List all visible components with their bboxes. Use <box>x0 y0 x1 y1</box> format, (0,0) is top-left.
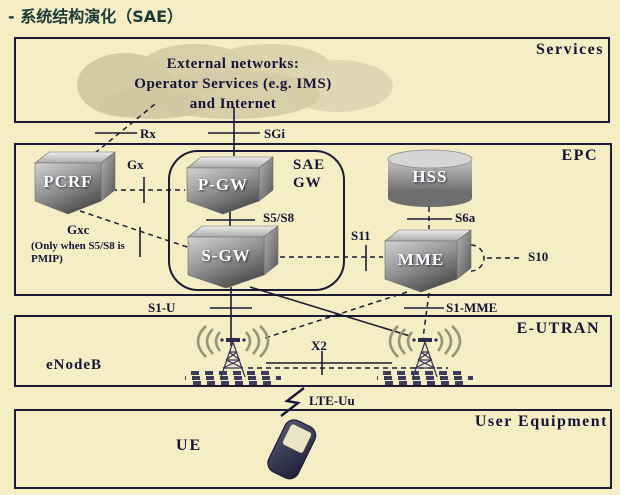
antenna-icon <box>377 325 473 385</box>
interface-label-gx: Gx <box>127 157 144 172</box>
ue-box <box>14 409 612 489</box>
pcrf-label: PCRF <box>43 172 93 191</box>
gxc-note: (Only when S5/S8 is PMIP) <box>31 240 125 265</box>
cloud-line-3: and Internet <box>189 96 277 112</box>
interface-label-s5s8: S5/S8 <box>263 210 295 225</box>
interface-label-s10: S10 <box>528 249 549 264</box>
solid-links <box>95 107 452 375</box>
interface-label-s6a: S6a <box>455 210 476 225</box>
services-box <box>14 37 610 123</box>
external-networks-text: External networks: Operator Services (e.… <box>93 54 373 114</box>
mme-node <box>384 229 472 293</box>
eutran-section-label: E-UTRAN <box>516 320 600 337</box>
page-title: - 系统结构演化（SAE） <box>8 7 184 26</box>
cloud-line-2: Operator Services (e.g. IMS) <box>134 76 332 92</box>
rx-line <box>94 103 156 154</box>
gxc-line <box>79 210 197 251</box>
hss-node <box>387 149 473 207</box>
enodeb-label: eNodeB <box>46 357 102 373</box>
interface-label-gxc: Gxc <box>67 222 90 237</box>
hss-label: HSS <box>412 167 448 186</box>
pgw-label: P-GW <box>197 175 249 194</box>
sae-gw-label: SAE GW <box>293 157 326 191</box>
interface-label-lteuu: LTE-Uu <box>309 393 355 408</box>
interface-label-rx: Rx <box>140 126 156 141</box>
sgw-to-enodeb2-line <box>249 286 411 337</box>
interface-label-x2: X2 <box>311 338 327 353</box>
eutran-box <box>14 315 612 387</box>
sae-gw-group-box <box>168 150 345 291</box>
dashed-links <box>79 103 523 369</box>
lightning-icon <box>280 387 305 417</box>
cloud-line-1: External networks: <box>166 56 300 72</box>
ue-section-label: User Equipment <box>474 413 608 430</box>
pcrf-node <box>34 151 116 215</box>
interface-label-s1mme: S1-MME <box>446 300 498 315</box>
ue-node-label: UE <box>176 437 203 454</box>
mme-to-enodeb1-line <box>261 291 408 340</box>
antenna-icon <box>185 325 281 385</box>
pgw-node <box>186 156 274 215</box>
interface-label-sgi: SGi <box>264 126 285 141</box>
mme-to-enodeb2-line <box>422 292 430 339</box>
sgw-node <box>187 225 279 289</box>
sgw-label: S-GW <box>201 246 251 265</box>
cloud-shape <box>77 44 393 119</box>
epc-section-label: EPC <box>561 147 598 164</box>
services-section-label: Services <box>536 41 604 58</box>
interface-label-s11: S11 <box>351 228 371 243</box>
phone-icon <box>267 419 317 480</box>
epc-box <box>14 143 612 296</box>
interface-label-s1u: S1-U <box>148 300 176 315</box>
s10-loop <box>470 244 485 272</box>
mme-label: MME <box>397 250 445 269</box>
